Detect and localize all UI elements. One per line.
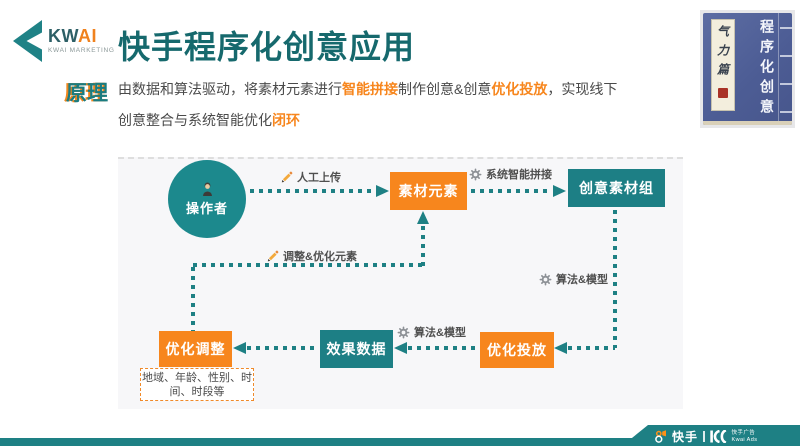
connector-operator-to-material <box>250 189 374 193</box>
kwai-chevron-logo-icon <box>12 20 42 67</box>
book-label-text: 气力篇 <box>715 25 730 82</box>
book-stitch-line <box>780 111 792 113</box>
gear-icon <box>397 326 410 338</box>
arrowhead-into-adjust <box>233 342 246 354</box>
footer-block: 快手 快手广告 Kwai Ads <box>622 425 800 446</box>
connector-elbow-to-delivery <box>568 346 615 350</box>
connector-effect-to-adjust <box>247 346 318 350</box>
pencil-icon <box>267 250 279 262</box>
book-seal-stamp <box>718 88 728 98</box>
node-material: 素材元素 <box>390 172 467 210</box>
principle-highlight-splice: 智能拼接 <box>342 81 398 97</box>
principle-line2: 创意整合与系统智能优化 <box>118 112 272 128</box>
param-note-box: 地域、年龄、性别、时间、时段等 <box>140 368 254 401</box>
label-system-splice: 系统智能拼接 <box>469 166 552 182</box>
connector-material-to-group <box>471 189 552 193</box>
page-title: 快手程序化创意应用 <box>118 29 416 65</box>
connector-feedback-horizontal <box>193 263 423 267</box>
kwai-ads-logo-icon <box>709 430 727 443</box>
node-optimize-adjust: 优化调整 <box>159 331 232 367</box>
principle-highlight-delivery: 优化投放 <box>491 81 548 97</box>
book-spine-title: 程序化创意 <box>758 19 773 119</box>
pencil-icon <box>281 171 293 183</box>
brand-kw: KW <box>48 26 78 46</box>
brand-wordmark: KWAI KWAI MARKETING <box>48 27 115 55</box>
book-stitch-line <box>780 27 792 29</box>
label-system-splice-text: 系统智能拼接 <box>486 169 552 181</box>
operator-node: 操作者 <box>168 160 246 238</box>
book-cover: 程序化创意 气力篇 <box>703 13 792 125</box>
connector-feedback-vertical-left <box>191 267 195 331</box>
gear-icon <box>539 273 552 285</box>
book-label: 气力篇 <box>711 19 735 111</box>
label-algo-model-mid-text: 算法&模型 <box>414 327 466 339</box>
principle-text: 由数据和算法驱动，将素材元素进行智能拼接制作创意&创意优化投放，实现线下 创意整… <box>118 74 658 136</box>
node-creative-group: 创意素材组 <box>568 169 665 207</box>
label-adjust-elements-text: 调整&优化元素 <box>283 251 357 263</box>
node-optimize-delivery-label: 优化投放 <box>487 342 547 358</box>
label-adjust-elements: 调整&优化元素 <box>267 248 357 264</box>
book-stitch-line <box>780 83 792 85</box>
label-algo-model-right: 算法&模型 <box>539 271 608 287</box>
arrowhead-into-delivery <box>554 342 567 354</box>
person-icon <box>202 182 212 196</box>
principle-seg1: 由数据和算法驱动，将素材元素进行 <box>118 81 342 97</box>
arrowhead-into-group <box>553 185 566 197</box>
kwai-ads-cn: 快手广告 <box>731 430 756 436</box>
operator-label: 操作者 <box>185 200 228 216</box>
book-binding-line <box>778 13 779 125</box>
principle-seg5: ，实现线下 <box>547 81 618 97</box>
node-effect-data: 效果数据 <box>320 330 393 368</box>
node-creative-group-label: 创意素材组 <box>579 180 654 196</box>
label-algo-model-mid: 算法&模型 <box>397 324 466 340</box>
brand-ai: AI <box>78 26 97 46</box>
footer-logos: 快手 快手广告 Kwai Ads <box>654 428 757 445</box>
footer-strip <box>0 438 800 446</box>
footer-divider <box>703 431 705 442</box>
principle-highlight-loop: 闭环 <box>272 112 300 128</box>
kuaishou-logo-icon <box>655 430 666 443</box>
label-manual-upload-text: 人工上传 <box>297 172 341 184</box>
brand-subtitle: KWAI MARKETING <box>48 47 115 54</box>
connector-group-down <box>613 210 617 348</box>
node-optimize-delivery: 优化投放 <box>480 332 554 368</box>
label-manual-upload: 人工上传 <box>281 169 341 185</box>
label-algo-model-right-text: 算法&模型 <box>556 274 608 286</box>
book-stitch-line <box>780 55 792 57</box>
kuaishou-wordmark: 快手 <box>672 430 699 444</box>
connector-feedback-vertical-right <box>421 226 425 266</box>
node-optimize-adjust-label: 优化调整 <box>165 341 226 357</box>
book-cover-image: 程序化创意 气力篇 <box>700 10 795 128</box>
book-page-edge <box>703 121 792 125</box>
principle-label: 原理 <box>66 82 108 105</box>
connector-delivery-to-effect <box>408 346 478 350</box>
node-material-label: 素材元素 <box>398 183 459 199</box>
principle-seg3: 制作创意&创意 <box>398 81 492 97</box>
arrowhead-into-effect <box>394 342 407 354</box>
kwai-ads-wordmark: 快手广告 Kwai Ads <box>732 430 758 443</box>
gear-icon <box>469 168 482 180</box>
node-effect-data-label: 效果数据 <box>326 341 387 357</box>
kwai-ads-en: Kwai Ads <box>731 436 758 443</box>
arrowhead-into-material <box>376 185 389 197</box>
arrowhead-up-into-material <box>417 211 429 224</box>
